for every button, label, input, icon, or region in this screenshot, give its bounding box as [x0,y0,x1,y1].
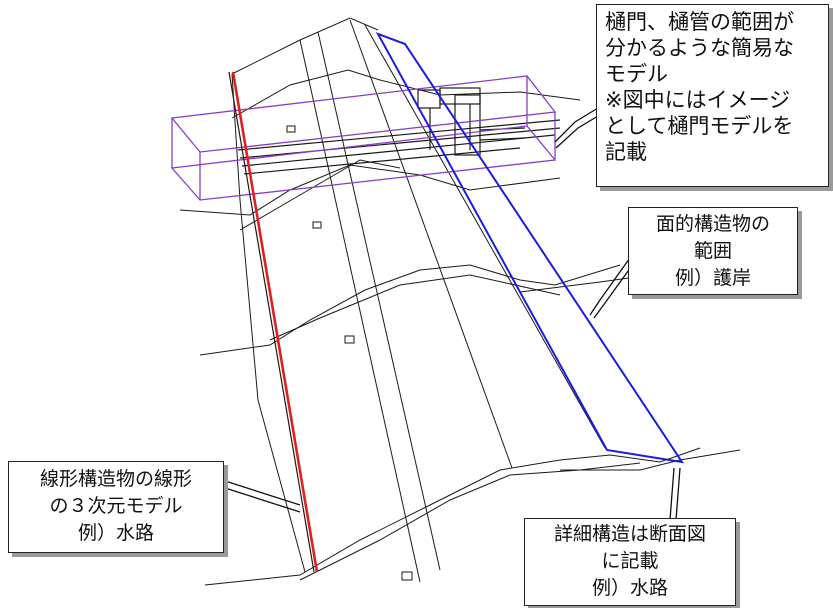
leader-gate-2 [555,115,599,149]
crown-line-right [364,24,606,449]
leader-area [589,254,633,316]
crown-line-mid [317,31,441,571]
cross-section-3 [199,264,621,356]
leader-area-2 [593,259,637,319]
cross-section-3b [269,274,561,341]
cross-section-2 [179,164,561,216]
cross-section-4b [299,462,641,581]
ditch-marker-3 [344,335,355,344]
ground-line-lower [560,449,741,471]
callout-text: に記載 [601,550,659,572]
callout-text: 樋門、樋管の範囲が [605,10,794,34]
leader-detail-2 [675,467,681,521]
callout-text: モデル [605,62,668,86]
leader-gate [554,107,599,143]
callout-text: 線形構造物の線形 [39,468,192,490]
leader-linear [221,479,301,506]
levee-left-edge [231,73,306,573]
callout-text: 範囲 [693,240,732,262]
callout-area-structure: 面的構造物の 範囲 例）護岸 [628,207,798,295]
callout-text: 例）水路 [591,577,668,599]
area-structure-extent [375,32,685,464]
callout-text: 詳細構造は断面図 [553,523,706,545]
callout-text: の３次元モデル [49,495,183,517]
callout-text: 例）水路 [77,522,154,544]
crown-line-left [299,39,421,583]
ditch-marker-2 [312,221,322,229]
linear-structure-model [228,71,319,573]
callout-leaders [221,107,681,521]
callout-linear-structure: 線形構造物の線形 の３次元モデル 例）水路 [8,461,224,553]
leader-linear-2 [221,486,301,513]
callout-detail-structure: 詳細構造は断面図 に記載 例）水路 [524,518,736,606]
levee-top-outline [231,17,379,75]
leader-detail [669,467,675,521]
cross-section-1 [231,69,581,119]
callout-text: ※図中にはイメージ [605,88,791,112]
callout-text: 分かるような簡易な [605,36,794,60]
crown-line-center [349,19,513,469]
callout-text: として樋門モデルを [605,114,794,138]
ditch-marker-4 [401,571,413,581]
callout-text: 例）護岸 [674,267,751,289]
cross-section-2b [239,159,401,231]
callout-text: 記載 [605,140,647,164]
ditch-marker-1 [286,125,296,133]
gate-wireframe [237,87,561,175]
callout-text: 面的構造物の [655,213,770,235]
callout-gate-model: 樋門、樋管の範囲が 分かるような簡易な モデル ※図中にはイメージ として樋門モ… [596,4,829,187]
cross-section-4 [204,447,701,586]
